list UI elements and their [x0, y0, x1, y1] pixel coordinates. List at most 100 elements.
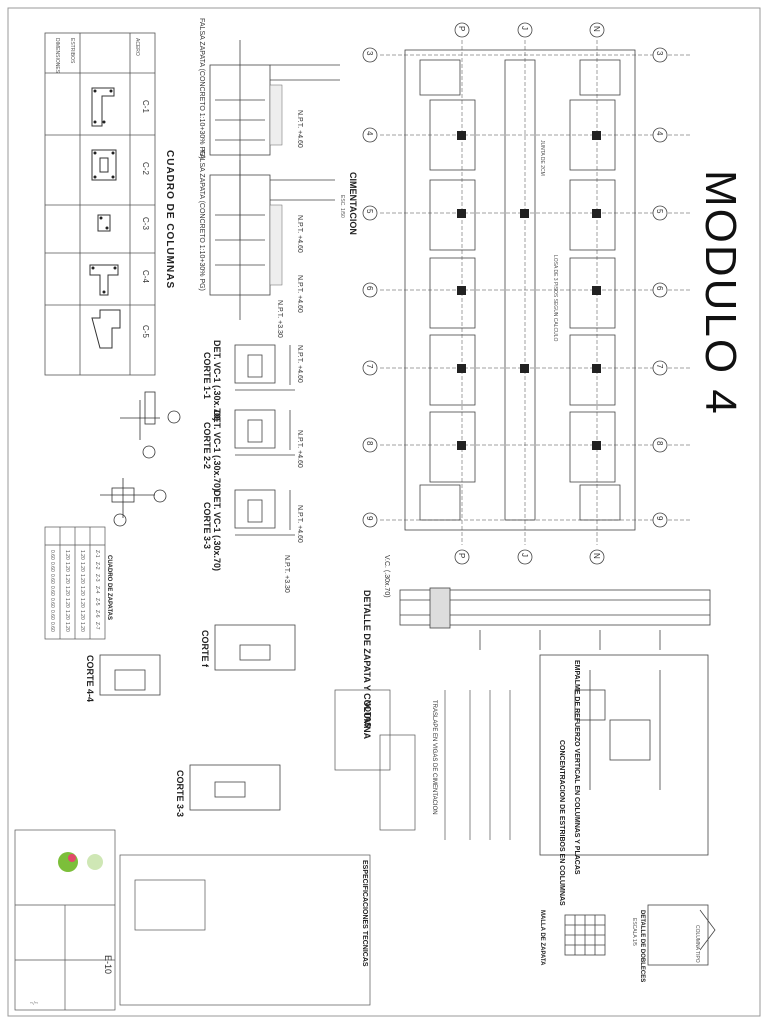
column-table-grid: [44, 32, 156, 376]
foundation-plan: [380, 40, 690, 545]
column-row-acero: ACERO: [134, 38, 140, 56]
viga-1-title: DET. VC-1 (.30x.70): [212, 340, 222, 422]
column-c4: C-4: [141, 270, 150, 283]
section-cuts: [99, 624, 296, 811]
grid-letter-bottom-n: N: [592, 553, 601, 559]
grid-num-left-3: 3: [365, 51, 374, 56]
footing-cell: 1.20: [64, 610, 70, 620]
corte-f: CORTE f: [200, 630, 210, 667]
hatch-fills: [269, 84, 283, 286]
footing-cell: Z-6: [94, 610, 100, 618]
footing-cell: 0.60: [49, 586, 55, 596]
npt-8: N.P.T. +3.30: [283, 555, 290, 593]
grid-bubbles: [362, 22, 668, 565]
sheet-title: MODULO 4: [696, 170, 745, 416]
npt-3: N.P.T. +4.60: [296, 275, 303, 313]
column-row-estribos: ESTRIBOS: [69, 38, 75, 64]
sheet-number: E-10: [103, 955, 113, 975]
losa-label: LOSA DE 3 PISOS SEGUN CALCULO: [552, 255, 558, 342]
footing-cell: 0.60: [49, 598, 55, 608]
column-row-dimensiones: DIMENSIONES: [54, 38, 60, 74]
footing-cell: 1.20: [64, 574, 70, 584]
beam-details: [234, 344, 295, 536]
falsa-zapata-2: FALSA ZAPATA (CONCRETO 1:10+30% PG): [198, 150, 205, 291]
footing-cell: 1.20: [64, 586, 70, 596]
grid-letter-bottom-j: J: [520, 553, 529, 557]
columna-tipo-label: COLUMNA TIPO: [694, 925, 700, 963]
plan-title: CIMENTACION: [348, 172, 358, 235]
footing-table-title: CUADRO DE ZAPATAS: [106, 555, 112, 620]
dobleces-scale: ESCALA 1/5: [631, 918, 637, 946]
grid-num-right-4: 4: [655, 131, 664, 136]
long-beam-detail: [399, 587, 711, 650]
column-c5: C-5: [141, 325, 150, 338]
npt-6: N.P.T. +4.60: [296, 505, 303, 543]
grid-num-left-7: 7: [365, 364, 374, 369]
footing-cell: 0.60: [49, 622, 55, 632]
grid-num-left-4: 4: [365, 131, 374, 136]
corte-3-3-upper: CORTE 3-3: [202, 502, 212, 550]
column-bars: [91, 89, 117, 294]
grid-letter-bottom-p: P: [457, 553, 466, 559]
malla-and-dobleces: [564, 904, 716, 966]
specs-title: ESPECIFICACIONES TECNICAS: [361, 860, 368, 967]
footing-cell: 1.20: [79, 598, 85, 608]
grid-letter-top-p: P: [457, 26, 466, 32]
plan-scale: ESC. 1/50: [339, 195, 345, 218]
column-c3: C-3: [141, 217, 150, 230]
empalme-title: EMPALME DE REFUERZO VERTICAL EN COLUMNAS…: [573, 660, 580, 875]
footing-cell: 0.60: [49, 562, 55, 572]
notes-and-specs: [119, 689, 416, 1006]
npt-1: N.P.T. +4.60: [296, 110, 303, 148]
footing-cell: 1.20: [64, 550, 70, 560]
footing-cell: Z-2: [94, 562, 100, 570]
footing-cell: 0.60: [49, 610, 55, 620]
grid-num-right-8: 8: [655, 441, 664, 446]
column-connection-details: [100, 391, 181, 527]
footing-cell: Z-1: [94, 550, 100, 558]
npt-4: N.P.T. +4.60: [296, 345, 303, 383]
vc-label: V.C. (.30x.70): [383, 555, 390, 598]
npt-7: N.P.T. +3.30: [276, 300, 283, 338]
footing-cell: 1.20: [79, 562, 85, 572]
grid-num-left-6: 6: [365, 286, 374, 291]
corte-4-4: CORTE 4-4: [85, 655, 95, 703]
footing-cell: 1.20: [79, 610, 85, 620]
grid-num-right-9: 9: [655, 516, 664, 521]
grid-num-right-5: 5: [655, 209, 664, 214]
viga-2-title: DET. VC-1 (.30x.70): [212, 410, 222, 492]
grid-letter-top-n: N: [592, 26, 601, 32]
grid-num-right-7: 7: [655, 364, 664, 369]
notes-title: NOTAS: [363, 700, 372, 728]
institution-logo: [58, 852, 103, 872]
traslape-title: TRASLAPE EN VIGAS DE CIMENTACION: [431, 700, 437, 815]
column-table-title: CUADRO DE COLUMNAS: [164, 150, 175, 290]
footing-cell: 1.20: [79, 574, 85, 584]
footing-cell: Z-7: [94, 622, 100, 630]
malla-zapata-title: MALLA DE ZAPATA: [539, 910, 545, 966]
falsa-zapata-1: FALSA ZAPATA (CONCRETO 1:10+30% PG): [198, 18, 205, 159]
column-c2: C-2: [141, 162, 150, 175]
npt-2: N.P.T. +4.60: [296, 215, 303, 253]
grid-letter-top-j: J: [520, 26, 529, 30]
grid-num-left-8: 8: [365, 441, 374, 446]
title-block: [14, 829, 116, 1011]
grid-num-right-3: 3: [655, 51, 664, 56]
plan-columns: [457, 131, 601, 450]
footing-table-grid: [44, 526, 106, 640]
footing-cell: 1.20: [79, 550, 85, 560]
viga-3-title: DET. VC-1 (.30x.70): [212, 490, 222, 572]
footing-cell: 1.20: [64, 598, 70, 608]
grid-num-left-9: 9: [365, 516, 374, 521]
footing-cell: 1.20: [79, 586, 85, 596]
footing-cell: 1.20: [64, 562, 70, 572]
footing-cell: Z-5: [94, 598, 100, 606]
estribos-title: CONCENTRACION DE ESTRIBOS EN COLUMNAS: [558, 740, 565, 906]
column-sections: [89, 87, 121, 349]
dobleces-title: DETALLE DE DOBLECES: [639, 910, 645, 983]
footing-cell: Z-4: [94, 586, 100, 594]
signature-mark: ~/~: [30, 1001, 39, 1007]
empalme-box: [539, 654, 709, 856]
corte-2-2: CORTE 2-2: [202, 422, 212, 470]
